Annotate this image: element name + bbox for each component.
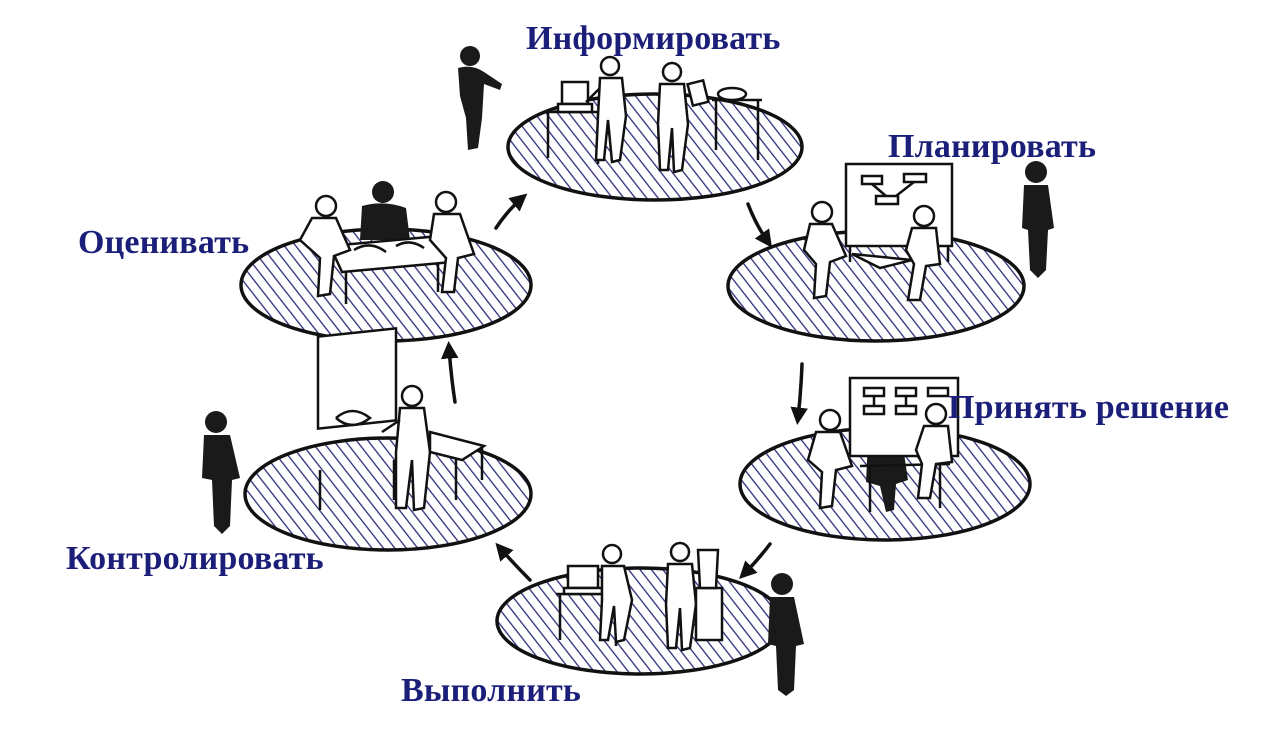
observer-silhouette-icon	[202, 411, 240, 534]
platform-inform	[506, 92, 804, 202]
scene-inform	[546, 55, 762, 174]
cycle-arrow-icon	[495, 542, 532, 582]
person-sketch-icon	[914, 402, 954, 500]
table-icon	[851, 252, 913, 270]
scene-execute	[556, 541, 724, 652]
scene-decide	[806, 376, 960, 512]
stage-label-execute: Выполнить	[401, 672, 582, 709]
observer-silhouette-icon	[458, 46, 502, 150]
observer-silhouette-icon	[768, 573, 804, 696]
person-sketch-icon	[381, 384, 432, 512]
person-sketch-icon	[904, 204, 942, 302]
stage-label-inform: Информировать	[526, 20, 781, 57]
scene-assess	[298, 190, 476, 304]
planning-board-icon	[316, 326, 398, 510]
stage-label-assess: Оценивать	[78, 224, 250, 261]
cycle-arrow-icon	[790, 362, 808, 425]
person-sketch-icon	[656, 61, 710, 174]
stage-label-control: Контролировать	[66, 540, 324, 577]
cycle-arrow-icon	[746, 202, 773, 248]
computer-icon	[566, 564, 600, 590]
person-sketch-icon	[585, 55, 628, 164]
cycle-arrow-icon	[494, 193, 528, 230]
platform-execute	[495, 566, 785, 676]
person-sketch-icon	[806, 408, 854, 510]
platform-plan	[726, 229, 1026, 343]
scene-control	[316, 326, 488, 512]
scene-plan	[802, 162, 954, 302]
cycle-arrow-icon	[739, 542, 772, 579]
cycle-arrow-icon	[441, 341, 459, 404]
platform-control	[243, 436, 533, 552]
table-icon	[428, 430, 488, 462]
person-sketch-icon	[802, 200, 848, 300]
stage-label-plan: Планировать	[888, 128, 1097, 165]
person-sketch-icon	[298, 194, 352, 298]
stage-label-decide: Принять решение	[948, 389, 1230, 426]
person-sketch-icon	[598, 543, 634, 644]
person-sketch-icon	[428, 190, 476, 294]
person-sketch-icon	[664, 541, 698, 652]
observer-silhouette-icon	[1022, 161, 1054, 278]
computer-icon	[560, 80, 590, 106]
observer-silhouette-icon	[360, 181, 410, 240]
